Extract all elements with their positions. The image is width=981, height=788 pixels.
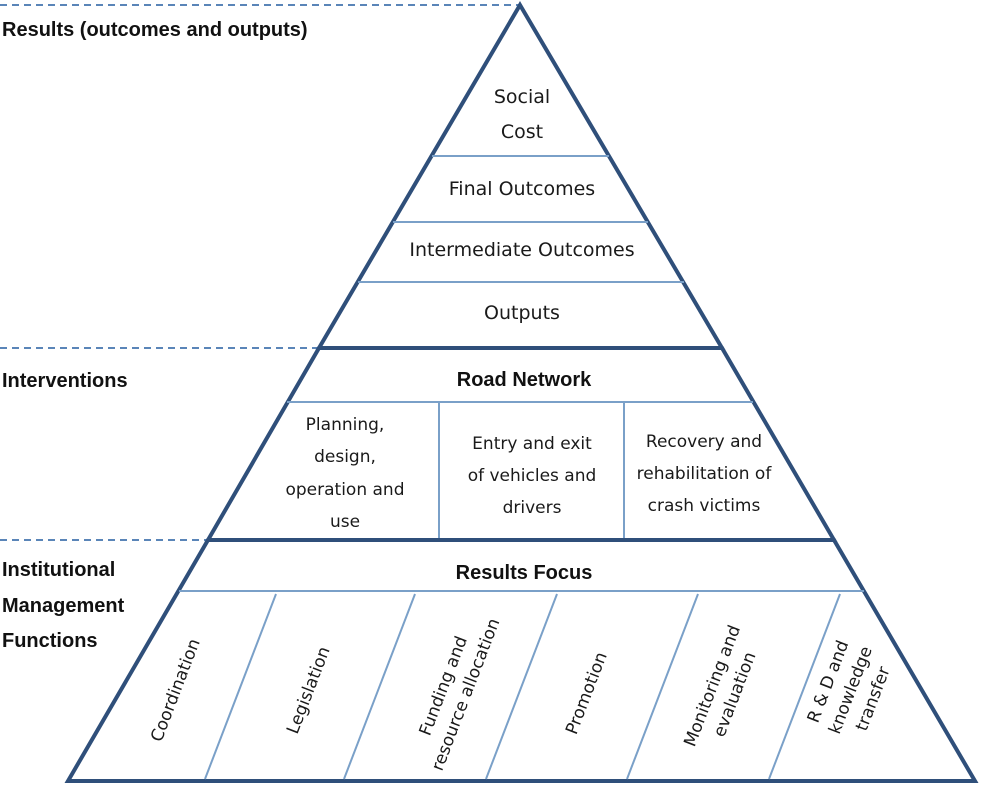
intervention-2-line2: of vehicles and xyxy=(468,466,597,486)
function-divider-1 xyxy=(204,593,277,780)
intervention-2-line3: drivers xyxy=(503,498,562,518)
intermediate-outcomes-label: Intermediate Outcomes xyxy=(409,239,634,261)
side-label-institutional-line1: Institutional xyxy=(2,559,115,581)
outputs-label: Outputs xyxy=(484,302,560,324)
intervention-3-line3: crash victims xyxy=(648,496,761,516)
road-network-header: Road Network xyxy=(457,369,592,391)
intervention-1-line3: operation and xyxy=(285,480,404,500)
final-outcomes-label: Final Outcomes xyxy=(449,178,595,200)
side-label-interventions: Interventions xyxy=(2,370,128,392)
function-divider-3 xyxy=(485,593,558,780)
social-cost-label-line2: Cost xyxy=(501,121,543,143)
function-divider-5 xyxy=(768,593,841,780)
social-cost-label-line1: Social xyxy=(494,86,550,108)
results-focus-header: Results Focus xyxy=(456,562,593,584)
intervention-1-line2: design, xyxy=(314,447,376,467)
function-divider-2 xyxy=(343,593,416,780)
function-divider-4 xyxy=(626,593,699,780)
results-triangle-outline xyxy=(315,1,726,350)
side-label-institutional-line3: Functions xyxy=(2,630,98,652)
intervention-1-line4: use xyxy=(330,512,360,532)
institutional-band: Results Focus Coordination Legislation F… xyxy=(64,538,979,783)
side-label-results: Results (outcomes and outputs) xyxy=(2,19,308,41)
interventions-band: Road Network Planning, design, operation… xyxy=(204,346,838,542)
intervention-3-line2: rehabilitation of xyxy=(637,464,773,484)
side-label-institutional-line2: Management xyxy=(2,595,125,617)
institutional-trapezoid-outline xyxy=(64,538,979,783)
intervention-1-line1: Planning, xyxy=(306,415,385,435)
intervention-2-line1: Entry and exit xyxy=(472,434,592,454)
intervention-3-line1: Recovery and xyxy=(646,432,762,452)
results-pyramid: Social Cost Final Outcomes Intermediate … xyxy=(315,1,726,350)
